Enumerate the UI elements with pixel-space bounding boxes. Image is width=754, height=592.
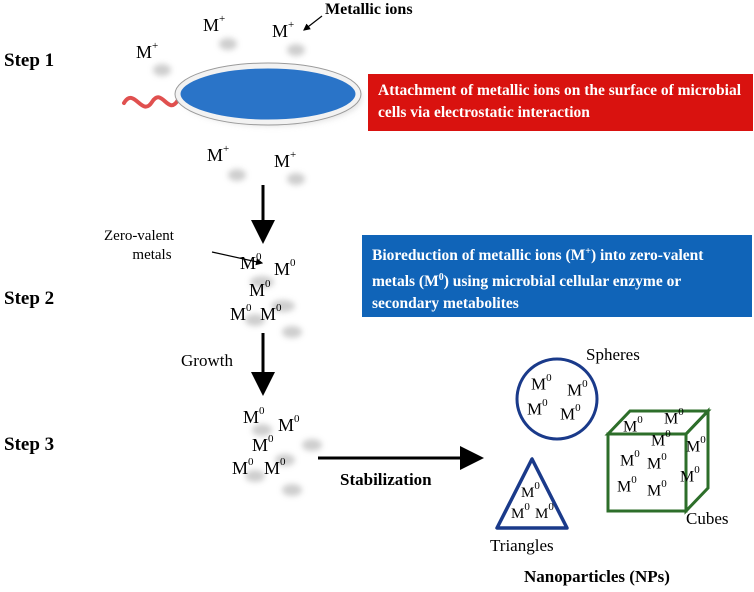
zero-valent-metal: M0 xyxy=(567,378,588,400)
zero-valent-metal: M0 xyxy=(560,402,581,424)
sphere-shape-icon xyxy=(515,357,599,441)
zero-valent-metal: M0 xyxy=(511,501,530,522)
zero-valent-pointer xyxy=(211,251,264,266)
zero-valent-metal: M0 xyxy=(521,480,540,501)
metal-ion: M+ xyxy=(207,143,230,165)
step-1-label: Step 1 xyxy=(4,50,55,71)
metallic-ions-pointer xyxy=(303,15,323,31)
zero-valent-metal: M0 xyxy=(535,501,554,522)
step-1-description-box: Attachment of metallic ions on the surfa… xyxy=(368,74,753,131)
zero-valent-metal: M0 xyxy=(531,372,552,394)
metal-ion: M+ xyxy=(274,149,297,171)
metal-ion: M+ xyxy=(272,19,295,41)
zero-valent-metal: M0 xyxy=(664,406,684,428)
zero-valent-metal: M0 xyxy=(240,251,262,273)
triangle-shape-icon xyxy=(495,457,569,530)
zero-valent-label: Zero-valent metals xyxy=(104,228,174,263)
zero-valent-metal: M0 xyxy=(647,478,667,500)
zero-valent-metal: M0 xyxy=(623,414,643,436)
cubes-label: Cubes xyxy=(686,509,729,528)
zero-valent-metal: M0 xyxy=(527,397,548,419)
spheres-label: Spheres xyxy=(586,345,640,364)
zero-valent-metal: M0 xyxy=(260,302,282,324)
zero-valent-metal: M0 xyxy=(249,278,271,300)
zero-valent-metal: M0 xyxy=(278,413,300,435)
zero-valent-metal: M0 xyxy=(230,302,252,324)
zero-valent-metal: M0 xyxy=(620,448,640,470)
zero-valent-metal: M0 xyxy=(617,474,637,496)
zero-valent-metal: M0 xyxy=(686,434,706,456)
step-2-label: Step 2 xyxy=(4,288,55,309)
metal-ion: M+ xyxy=(203,13,226,35)
metal-ion: M+ xyxy=(136,40,159,62)
zero-valent-metal: M0 xyxy=(274,257,296,279)
zero-valent-metal: M0 xyxy=(647,451,667,473)
zero-valent-metal: M0 xyxy=(680,464,700,486)
step-2-description-box: Bioreduction of metallic ions (M+) into … xyxy=(362,235,752,317)
ion-shadows xyxy=(153,38,322,496)
growth-label: Growth xyxy=(181,351,233,370)
nanoparticles-label: Nanoparticles (NPs) xyxy=(524,567,670,586)
zero-valent-metal: M0 xyxy=(264,456,286,478)
zero-valent-metal: M0 xyxy=(252,433,274,455)
zero-valent-metal: M0 xyxy=(243,405,265,427)
metallic-ions-label: Metallic ions xyxy=(325,1,413,18)
zero-valent-metal: M0 xyxy=(232,456,254,478)
zero-valent-metal: M0 xyxy=(651,428,671,450)
cube-shape-icon xyxy=(604,407,712,515)
step-3-label: Step 3 xyxy=(4,434,55,455)
stabilization-label: Stabilization xyxy=(340,470,432,489)
step-1-description: Attachment of metallic ions on the surfa… xyxy=(378,82,742,121)
triangles-label: Triangles xyxy=(490,536,554,555)
